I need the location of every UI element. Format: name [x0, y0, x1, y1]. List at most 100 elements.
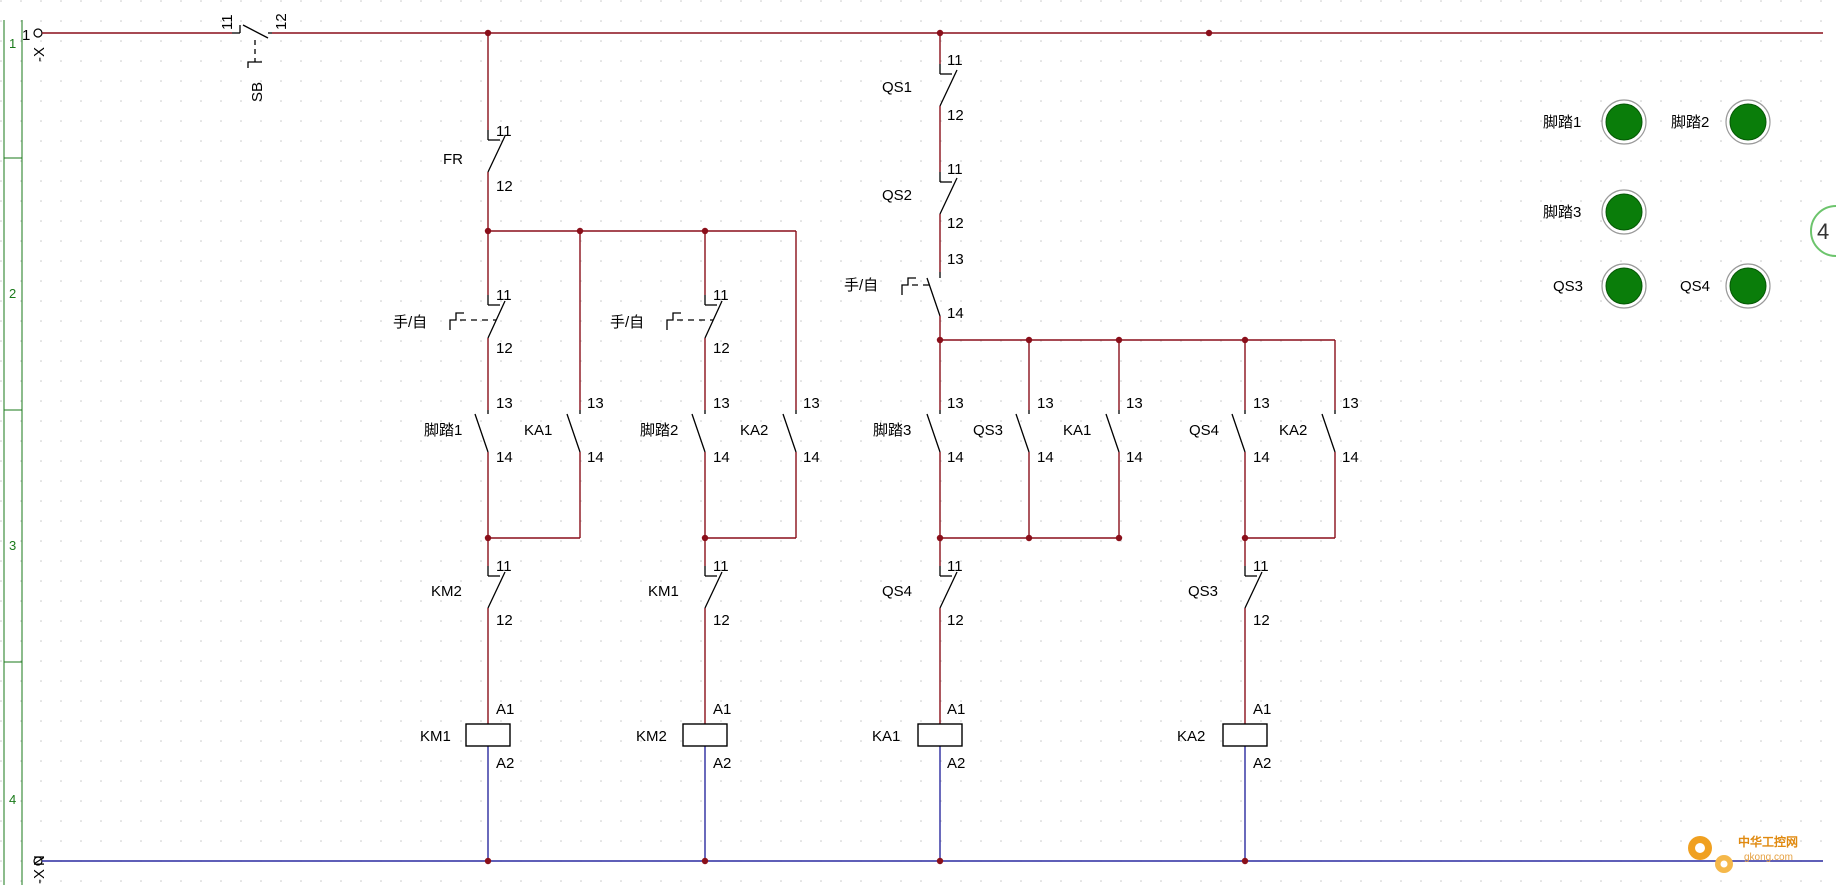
selector-c-contact[interactable]: [901, 272, 941, 317]
selector-a-contact[interactable]: [449, 295, 506, 339]
selector-a-label: 手/自: [393, 314, 427, 331]
qs4-il-label: QS4: [882, 583, 912, 600]
ka1-b1-pin-top: 13: [587, 395, 604, 412]
qs2-label: QS2: [882, 187, 912, 204]
ka1-coil-pin-bot: A2: [947, 755, 965, 772]
watermark-line1: 中华工控网: [1738, 834, 1798, 849]
qs1-contact[interactable]: [939, 64, 958, 107]
selector-b-pin-top: 11: [713, 287, 729, 304]
qs4-interlock-contact[interactable]: [939, 566, 958, 609]
km2-interlock-contact[interactable]: [487, 566, 506, 609]
qs3-interlock-contact[interactable]: [1244, 566, 1263, 609]
km2-coil-pin-bot: A2: [713, 755, 731, 772]
km1-coil[interactable]: [465, 723, 511, 747]
km2-coil[interactable]: [682, 723, 728, 747]
ka1-b2-pin-bot: 14: [1126, 449, 1143, 466]
qs3-no-label: QS3: [973, 422, 1003, 439]
lamp-pedal2-label: 脚踏2: [1671, 114, 1709, 131]
km1-interlock-contact[interactable]: [704, 566, 723, 609]
pedal1-label: 脚踏1: [424, 422, 462, 439]
ka2-coil-pin-bot: A2: [1253, 755, 1271, 772]
pedal3-contact[interactable]: [926, 410, 941, 453]
row-ruler: 1 2 3 4: [3, 20, 23, 885]
lamp-qs3[interactable]: [1601, 263, 1647, 309]
selector-b-label: 手/自: [610, 314, 644, 331]
pedal2-contact[interactable]: [691, 410, 706, 453]
ka1-contact-branch1[interactable]: [566, 410, 581, 453]
top-rail[interactable]: [33, 28, 1823, 38]
ka1-coil-label: KA1: [872, 728, 900, 745]
qs4-no-pin-bot: 14: [1253, 449, 1270, 466]
pedal2-pin-bot: 14: [713, 449, 730, 466]
edge-badge[interactable]: 4: [1810, 205, 1836, 257]
gear-icon: [1688, 836, 1712, 860]
edge-badge-text: 4: [1817, 219, 1829, 244]
km2-il-pin-top: 11: [496, 558, 512, 575]
qs2-contact[interactable]: [939, 172, 958, 215]
sb-pin-out: 12: [273, 13, 290, 30]
qs3-il-pin-top: 11: [1253, 558, 1269, 575]
ka1-coil[interactable]: [917, 723, 963, 747]
ka2-b1-pin-top: 13: [803, 395, 820, 412]
km2-il-pin-bot: 12: [496, 612, 513, 629]
qs4-il-pin-top: 11: [947, 558, 963, 575]
km2-coil-label: KM2: [636, 728, 667, 745]
bottom-rail-pin: N: [31, 855, 48, 866]
pedal2-pin-top: 13: [713, 395, 730, 412]
km1-il-pin-bot: 12: [713, 612, 730, 629]
lamp-pedal2[interactable]: [1725, 99, 1771, 145]
ka2-b2-pin-bot: 14: [1342, 449, 1359, 466]
selector-c-label: 手/自: [844, 277, 878, 294]
branch2-wiring: [939, 33, 1336, 861]
ka2-contact-branch1[interactable]: [782, 410, 797, 453]
km1-coil-pin-bot: A2: [496, 755, 514, 772]
ka1-b1-label: KA1: [524, 422, 552, 439]
sb-pin-in: 11: [219, 14, 236, 30]
lamp-pedal3-label: 脚踏3: [1543, 204, 1581, 221]
lamp-pedal1[interactable]: [1601, 99, 1647, 145]
ka2-contact-branch2[interactable]: [1321, 410, 1336, 453]
bottom-rail-label: -X: [31, 869, 48, 884]
pedal1-contact[interactable]: [474, 410, 489, 453]
km1-il-label: KM1: [648, 583, 679, 600]
ka1-b2-pin-top: 13: [1126, 395, 1143, 412]
row-number-3: 3: [9, 538, 16, 553]
qs3-il-pin-bot: 12: [1253, 612, 1270, 629]
qs3-il-label: QS3: [1188, 583, 1218, 600]
lamp-pedal3[interactable]: [1601, 189, 1647, 235]
top-rail-label: -X: [31, 47, 48, 62]
pedal3-label: 脚踏3: [873, 422, 911, 439]
qs3-no-pin-bot: 14: [1037, 449, 1054, 466]
lamp-qs4-label: QS4: [1680, 278, 1710, 295]
ka2-b2-label: KA2: [1279, 422, 1307, 439]
ka2-b1-pin-bot: 14: [803, 449, 820, 466]
selector-b-pin-bot: 12: [713, 340, 730, 357]
km2-coil-pin-top: A1: [713, 701, 731, 718]
ka2-coil-label: KA2: [1177, 728, 1205, 745]
fr-contact[interactable]: [487, 130, 506, 173]
qs3-no-contact[interactable]: [1015, 410, 1030, 453]
km1-coil-label: KM1: [420, 728, 451, 745]
pedal1-pin-bot: 14: [496, 449, 513, 466]
sb-label: SB: [249, 82, 266, 102]
bottom-rail[interactable]: [33, 856, 1823, 866]
fr-pin-bot: 12: [496, 178, 513, 195]
ka2-coil[interactable]: [1222, 723, 1268, 747]
lamp-qs4[interactable]: [1725, 263, 1771, 309]
qs1-label: QS1: [882, 79, 912, 96]
ka1-contact-branch2[interactable]: [1105, 410, 1120, 453]
lamp-pedal1-label: 脚踏1: [1543, 114, 1581, 131]
km1-il-pin-top: 11: [713, 558, 729, 575]
qs2-pin-top: 11: [947, 161, 963, 178]
selector-b-contact[interactable]: [666, 295, 723, 339]
qs4-il-pin-bot: 12: [947, 612, 964, 629]
sb-switch[interactable]: [232, 24, 272, 68]
pedal1-pin-top: 13: [496, 395, 513, 412]
qs4-no-contact[interactable]: [1231, 410, 1246, 453]
lamp-qs3-label: QS3: [1553, 278, 1583, 295]
pedal2-label: 脚踏2: [640, 422, 678, 439]
pedal3-pin-top: 13: [947, 395, 964, 412]
row-number-4: 4: [9, 792, 16, 807]
ka1-b1-pin-bot: 14: [587, 449, 604, 466]
top-rail-pin: 1: [22, 27, 30, 44]
